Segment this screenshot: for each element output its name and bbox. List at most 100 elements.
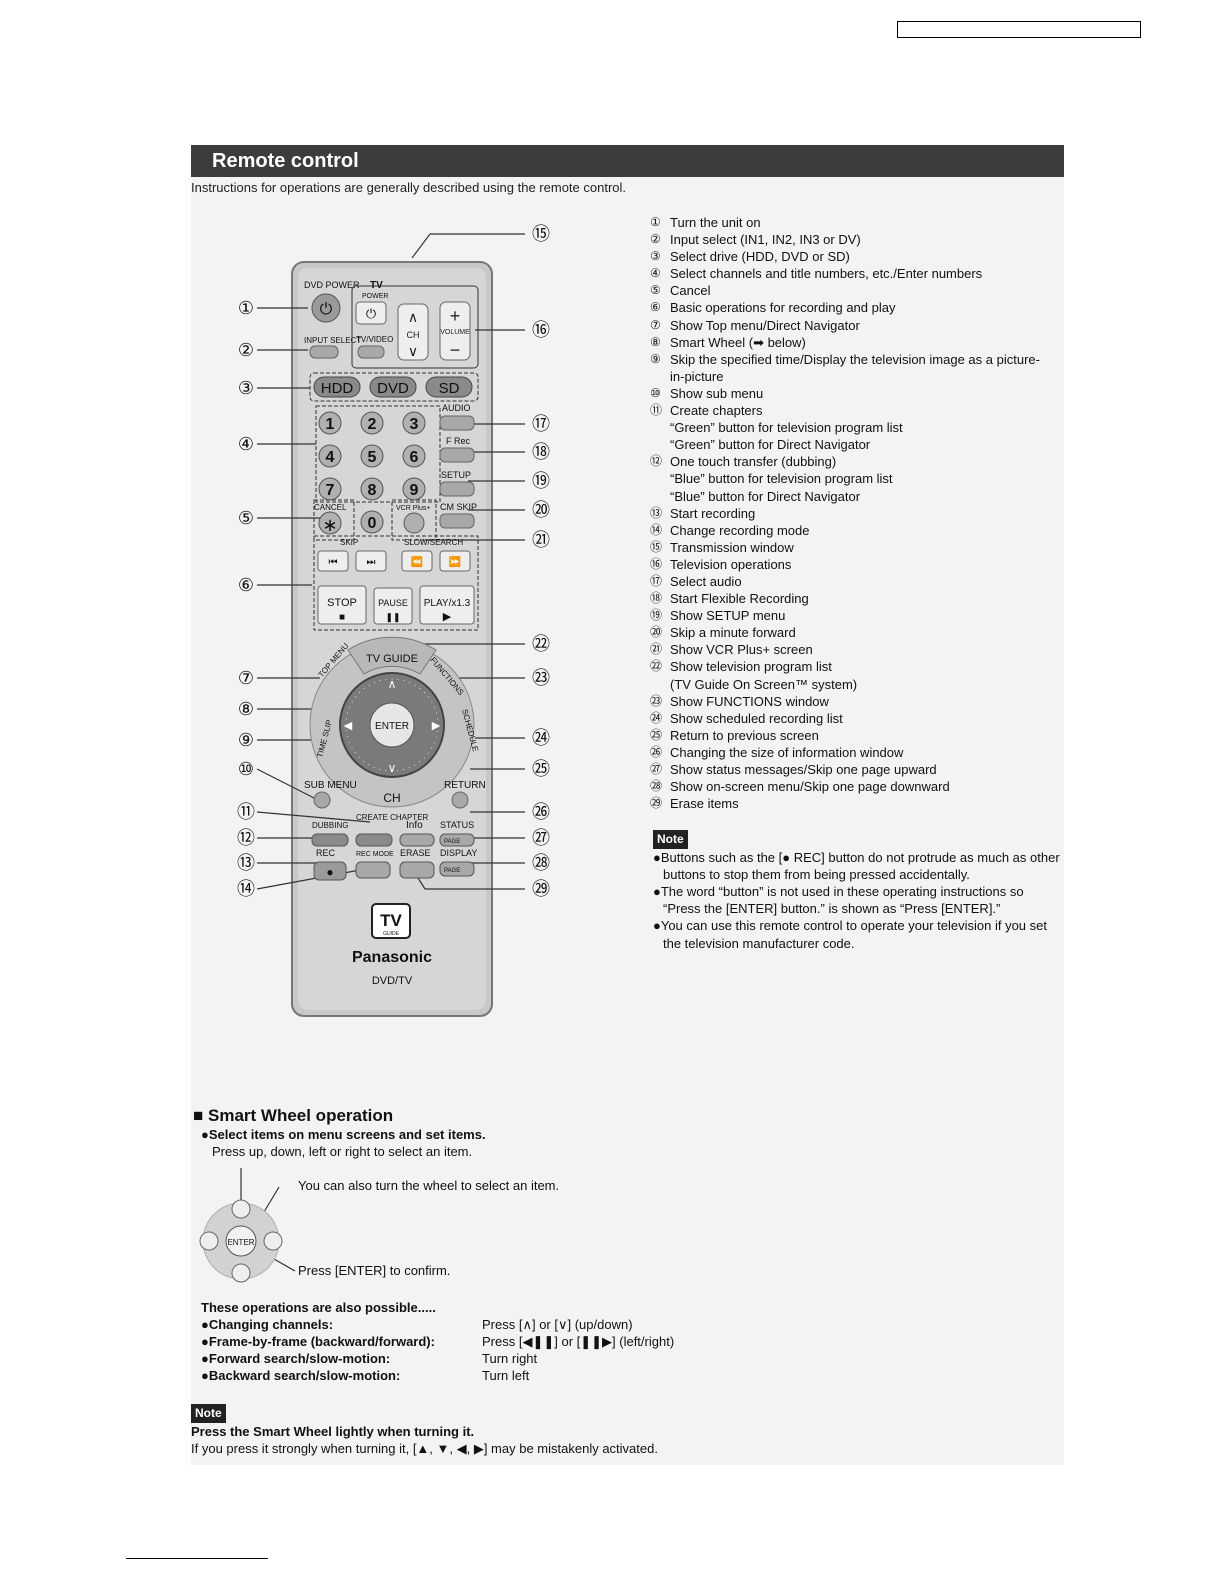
callout-7: ⑦ xyxy=(238,668,254,688)
dvd-button[interactable] xyxy=(369,376,417,398)
operation-label: ●Backward search/slow-motion: xyxy=(201,1368,401,1384)
play-button[interactable] xyxy=(419,585,475,625)
audio-button[interactable] xyxy=(439,415,475,431)
header-box xyxy=(897,21,1141,38)
legend-text: Show status messages/Skip one page upwar… xyxy=(670,762,937,777)
digit-9-label: 9 xyxy=(410,482,419,499)
legend-item: (TV Guide On Screen™ system) xyxy=(650,676,1070,693)
digit-0-button[interactable] xyxy=(360,510,384,534)
smart-wheel-also: You can also turn the wheel to select an… xyxy=(298,1178,560,1193)
legend-text: (TV Guide On Screen™ system) xyxy=(670,676,858,692)
cm-skip-button[interactable] xyxy=(439,513,475,529)
legend-number: ⑫ xyxy=(650,454,663,469)
f-rec-button[interactable] xyxy=(439,447,475,463)
legend-number xyxy=(650,419,670,436)
digit-3-button[interactable] xyxy=(402,411,426,435)
digit-1-button[interactable] xyxy=(318,411,342,435)
digit-6-label: 6 xyxy=(410,449,419,466)
enter-button[interactable] xyxy=(369,702,415,748)
wheel-ch-label: CH xyxy=(383,791,400,805)
operation-value: Turn right xyxy=(482,1351,538,1367)
legend-text: Change recording mode xyxy=(670,522,810,538)
operation-row: ●Forward search/slow-motion: Turn right xyxy=(201,1350,674,1367)
sd-button[interactable] xyxy=(425,376,473,398)
sub-menu-button[interactable] xyxy=(313,791,331,809)
legend-text: Show scheduled recording list xyxy=(670,710,843,726)
vcr-plus-button[interactable] xyxy=(403,512,425,534)
page-down-label: PAGE xyxy=(444,868,460,874)
legend-number: ⑬ xyxy=(650,505,663,520)
operation-row: ●Backward search/slow-motion: Turn left xyxy=(201,1367,674,1384)
wheel-dots xyxy=(345,678,439,772)
audio-label: AUDIO xyxy=(442,403,471,413)
volume-rocker[interactable] xyxy=(439,301,471,361)
legend-number: ⑰ xyxy=(650,573,663,588)
digit-4-button[interactable] xyxy=(318,444,342,468)
legend-number: ⑩ xyxy=(650,385,661,400)
digit-3-label: 3 xyxy=(410,416,419,433)
smart-wheel-note: Note Press the Smart Wheel lightly when … xyxy=(191,1404,658,1457)
input-select-button[interactable] xyxy=(309,345,339,359)
digit-2-label: 2 xyxy=(368,416,377,433)
callout-21: ㉑ xyxy=(532,530,550,550)
tv-video-button[interactable] xyxy=(357,345,385,359)
skip-back-button[interactable] xyxy=(317,550,349,572)
stop-button[interactable] xyxy=(317,585,367,625)
digit-5-button[interactable] xyxy=(360,444,384,468)
callout-8: ⑧ xyxy=(238,699,254,719)
legend-number: ⑯ xyxy=(650,556,663,571)
legend-number: ㉗ xyxy=(650,762,663,776)
cancel-frame xyxy=(313,499,355,541)
smart-wheel-line: Press up, down, left or right to select … xyxy=(212,1144,473,1159)
pause-button[interactable] xyxy=(373,587,413,625)
legend-text: in-picture xyxy=(670,368,724,384)
tv-guide-button[interactable] xyxy=(347,636,437,675)
digit-2-button[interactable] xyxy=(360,411,384,435)
tv-power-button[interactable] xyxy=(355,301,387,325)
setup-button[interactable] xyxy=(439,481,475,497)
callout-6: ⑥ xyxy=(238,575,254,595)
cancel-label: CANCEL xyxy=(314,503,347,512)
tv-video-label: TV/VIDEO xyxy=(356,335,393,344)
digit-8-button[interactable] xyxy=(360,477,384,501)
create-chapter-button[interactable] xyxy=(355,833,393,847)
fast-forward-icon: ⏩ xyxy=(449,555,461,568)
fast-forward-button[interactable] xyxy=(439,550,471,572)
erase-button[interactable] xyxy=(399,861,435,879)
return-button[interactable] xyxy=(451,791,469,809)
tv-guide-logo-sub: GUIDE xyxy=(383,931,400,937)
rewind-button[interactable] xyxy=(401,550,433,572)
status-page-up-button[interactable] xyxy=(439,833,475,847)
legend-text: Erase items xyxy=(670,796,739,812)
cancel-button[interactable] xyxy=(318,511,342,535)
smart-wheel-title: ■ Smart Wheel operation xyxy=(193,1106,394,1125)
rec-button[interactable] xyxy=(313,861,347,881)
ch-rocker[interactable] xyxy=(397,303,429,361)
digit-6-button[interactable] xyxy=(402,444,426,468)
legend-number: ㉒ xyxy=(650,659,663,674)
legend-number: ⑪ xyxy=(650,403,663,418)
legend-number xyxy=(650,436,670,453)
diagram-down-button xyxy=(231,1263,251,1283)
hdd-button[interactable] xyxy=(313,376,361,398)
operation-value: Press [◀❚❚] or [❚❚▶] (left/right) xyxy=(482,1334,675,1350)
dvd-power-button[interactable] xyxy=(311,293,341,323)
legend-item: “Blue” button for Direct Navigator xyxy=(650,488,1070,505)
dubbing-button[interactable] xyxy=(311,833,349,847)
display-page-down-button[interactable] xyxy=(439,861,475,877)
callout-25: ㉕ xyxy=(532,759,550,779)
legend-text: Show television program list xyxy=(670,659,832,675)
skip-forward-button[interactable] xyxy=(355,550,387,572)
legend-text: “Blue” button for Direct Navigator xyxy=(670,488,861,504)
info-button[interactable] xyxy=(399,833,435,847)
rec-mode-button[interactable] xyxy=(355,861,391,879)
legend-text: Television operations xyxy=(670,556,792,572)
